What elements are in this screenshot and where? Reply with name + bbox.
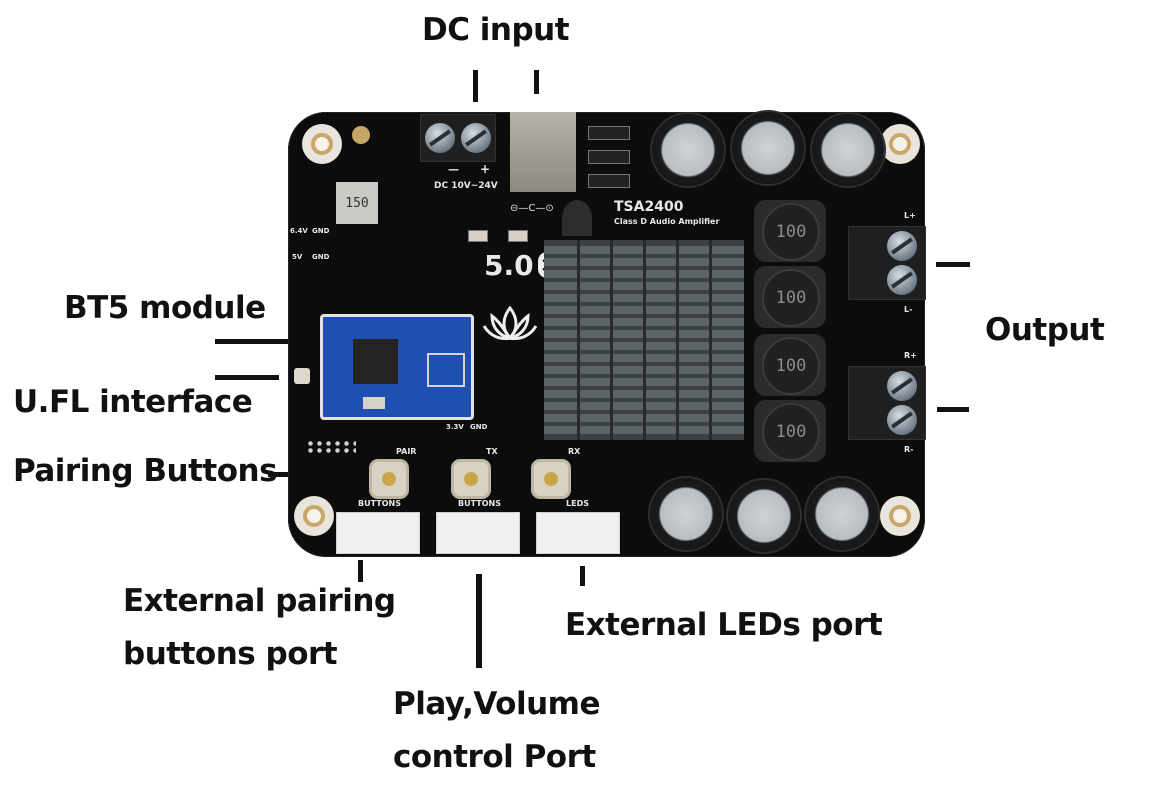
heatsink-groove [676, 240, 679, 440]
callout-ufl-interface: U.FL interface [13, 384, 253, 420]
mounting-hole-bottom-left [294, 496, 334, 536]
capacitor-bottom-2 [728, 480, 800, 552]
dc-voltage-label: DC 10V~24V [434, 181, 498, 191]
output-terminal-left[interactable] [848, 226, 926, 300]
callout-bt5-module: BT5 module [64, 290, 266, 326]
inductor-1-value: 100 [762, 203, 820, 261]
dc-barrel-jack[interactable] [510, 112, 576, 192]
callout-play-volume-1: Play,Volume [393, 686, 601, 722]
external-leds-port[interactable] [536, 512, 620, 554]
output-inductor-1: 100 [754, 200, 826, 262]
pad-label-3v3: 3.3V [446, 423, 464, 431]
heatsink-groove [643, 240, 646, 440]
inductor-3-value: 100 [762, 337, 820, 395]
output-screw-r-plus [887, 371, 917, 401]
output-label-l-minus: L- [904, 305, 913, 314]
capacitor-top-2 [732, 112, 804, 184]
leader-play-volume [476, 574, 482, 668]
port-label-buttons-1: BUTTONS [358, 499, 401, 508]
heatsink-groove [709, 240, 712, 440]
output-screw-r-minus [887, 405, 917, 435]
smd-diode-2 [588, 150, 630, 164]
external-pairing-buttons-port[interactable] [336, 512, 420, 554]
inductor-2-value: 100 [762, 269, 820, 327]
voltage-regulator [562, 200, 592, 236]
heatsink-groove [610, 240, 613, 440]
output-inductor-4: 100 [754, 400, 826, 462]
tx-button[interactable] [454, 462, 488, 496]
dc-minus-label: — [448, 163, 459, 176]
leader-output-right-ch [937, 407, 969, 412]
bt-version-label: 5.0 [484, 249, 534, 282]
pad-label-6v4: 6.4V [290, 227, 308, 235]
pad-label-gnd-3: GND [470, 423, 488, 431]
inductor-150-value: 150 [345, 195, 369, 211]
output-label-l-plus: L+ [904, 211, 916, 220]
pcb-antenna [427, 353, 465, 387]
capacitor-bottom-3 [806, 478, 878, 550]
output-inductor-3: 100 [754, 334, 826, 396]
leader-dc-input-left [473, 70, 478, 102]
leader-ufl [215, 375, 279, 380]
callout-external-pairing-1: External pairing [123, 583, 396, 619]
leader-bt5-module [215, 339, 327, 344]
fiducial [352, 126, 370, 144]
bt-chip [353, 339, 398, 384]
callout-dc-input: DC input [422, 12, 570, 48]
callout-external-leds: External LEDs port [565, 607, 883, 643]
button-label-tx: TX [486, 447, 498, 456]
inductor-150: 150 [336, 182, 378, 224]
dc-screw-2 [461, 123, 491, 153]
pad-label-gnd-1: GND [312, 227, 330, 235]
inductor-4-value: 100 [762, 403, 820, 461]
button-label-pair: PAIR [396, 447, 417, 456]
callout-play-volume-2: control Port [393, 739, 596, 775]
output-label-r-plus: R+ [904, 351, 917, 360]
rx-button[interactable] [534, 462, 568, 496]
pin-header-pads [306, 440, 356, 454]
callout-output: Output [985, 312, 1105, 348]
leader-output-left-ch [936, 262, 970, 267]
capacitor-top-1 [652, 114, 724, 186]
play-volume-control-port[interactable] [436, 512, 520, 554]
resistor-100-b [508, 230, 528, 242]
amplifier-board: — + DC 10V~24V ⊝—C—⊙ TSA2400 Class D Aud… [288, 112, 926, 557]
leader-external-leds [580, 566, 585, 586]
callout-pairing-buttons: Pairing Buttons [13, 453, 278, 489]
smd-diode-1 [588, 126, 630, 140]
dc-input-terminal[interactable] [420, 114, 496, 162]
mounting-hole-top-right [880, 124, 920, 164]
pair-button[interactable] [372, 462, 406, 496]
dc-screw-1 [425, 123, 455, 153]
resistor-100-a [468, 230, 488, 242]
pad-label-gnd-2: GND [312, 253, 330, 261]
mounting-hole-bottom-right [880, 496, 920, 536]
crystal [363, 397, 385, 409]
model-subtitle: Class D Audio Amplifier [614, 217, 720, 226]
polarity-symbol: ⊝—C—⊙ [510, 203, 554, 214]
output-screw-l-minus [887, 265, 917, 295]
lotus-logo-icon [482, 304, 538, 344]
output-inductor-2: 100 [754, 266, 826, 328]
dc-plus-label: + [480, 162, 491, 176]
leader-dc-input-right [534, 70, 539, 94]
capacitor-bottom-1 [650, 478, 722, 550]
port-label-leds: LEDS [566, 499, 589, 508]
button-label-rx: RX [568, 447, 581, 456]
callout-external-pairing-2: buttons port [123, 636, 338, 672]
port-label-buttons-2: BUTTONS [458, 499, 501, 508]
heatsink [544, 240, 744, 440]
output-terminal-right[interactable] [848, 366, 926, 440]
capacitor-top-3 [812, 114, 884, 186]
heatsink-groove [577, 240, 580, 440]
output-screw-l-plus [887, 231, 917, 261]
ufl-connector[interactable] [294, 368, 310, 384]
leader-external-pairing [358, 560, 363, 582]
model-label: TSA2400 [614, 199, 684, 215]
smd-diode-3 [588, 174, 630, 188]
pad-label-5v: 5V [292, 253, 303, 261]
mounting-hole-top-left [302, 124, 342, 164]
bt5-module [320, 314, 474, 420]
output-label-r-minus: R- [904, 445, 914, 454]
